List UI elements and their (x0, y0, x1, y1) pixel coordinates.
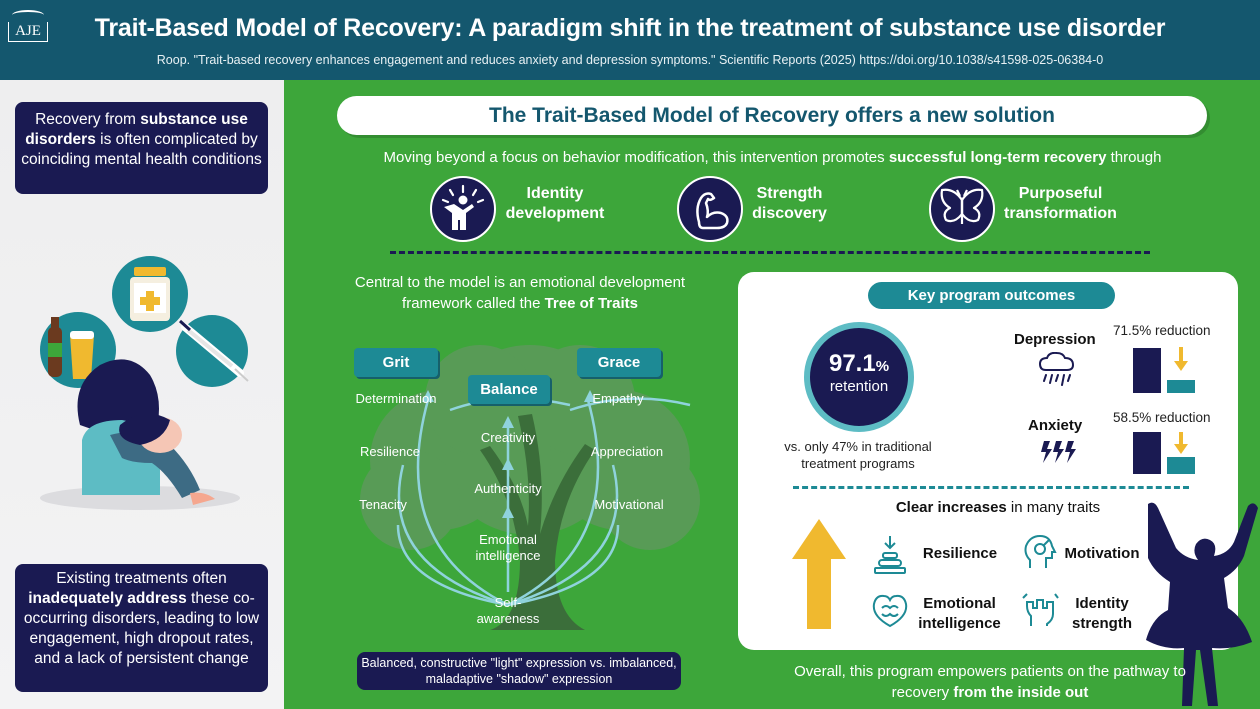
trait-tenacity: Tenacity (359, 497, 407, 512)
trait-determination: Determination (355, 391, 437, 406)
up-arrow-icon (792, 519, 846, 629)
increases-bold: Clear increases (895, 499, 1007, 516)
trait-ei-line2: intelligence (918, 615, 1001, 632)
lead-post: through (1106, 149, 1162, 166)
grace-label: Grace (577, 348, 661, 377)
conclusion-bold: from the inside out (953, 684, 1089, 701)
emotional-intelligence-icon (872, 594, 908, 628)
increases-rest: in many traits (1006, 499, 1101, 516)
trait-empathy: Empathy (592, 391, 644, 406)
problem-text-pre: Recovery from (35, 111, 141, 128)
strength-icon (677, 176, 743, 242)
motivation-icon (1024, 534, 1057, 568)
anxiety-down-arrow-icon (1174, 432, 1188, 454)
balance-label: Balance (468, 375, 550, 404)
page-title: Trait-Based Model of Recovery: A paradig… (94, 14, 1166, 42)
trait-emotional-line2: intelligence (475, 548, 541, 563)
struggling-person-illustration (40, 256, 249, 510)
rain-cloud-icon (1038, 352, 1075, 386)
gap-box: Existing treatments often inadequately a… (15, 564, 268, 692)
feature-strength-line1: Strength (756, 185, 823, 202)
anxiety-after-bar (1167, 457, 1195, 474)
trait-ei-line1: Emotional (923, 595, 996, 612)
trait-appreciation: Appreciation (590, 444, 664, 459)
trait-self-line1: Self- (494, 595, 522, 610)
depression-after-bar (1167, 380, 1195, 393)
anxiety-reduction: 58.5% reduction (1113, 410, 1211, 425)
increases-text: Clear increases in many traits (828, 499, 1168, 516)
lead-bold: successful long-term recovery (888, 149, 1107, 166)
feature-strength: Strength discovery (742, 184, 837, 224)
trait-creativity: Creativity (480, 430, 536, 445)
citation: Roop. "Trait-based recovery enhances eng… (156, 53, 1104, 67)
section-divider (390, 251, 1150, 254)
problem-text-post: is often complicated by coinciding menta… (21, 131, 262, 168)
aje-logo: AJE (8, 10, 48, 46)
lead-text: Moving beyond a focus on behavior modifi… (300, 149, 1245, 166)
trait-is-line1: Identity (1075, 595, 1129, 612)
resilience-icon (874, 536, 906, 574)
trait-self-awareness: Self- awareness (458, 595, 558, 627)
feature-strength-line2: discovery (752, 205, 827, 222)
trait-motivational: Motivational (594, 497, 664, 512)
solution-banner: The Trait-Based Model of Recovery offers… (337, 96, 1207, 135)
trait-self-line2: awareness (476, 611, 540, 626)
trait-resilience: Resilience (360, 444, 420, 459)
retention-comparison: vs. only 47% in traditional treatment pr… (784, 439, 932, 471)
retention-label: retention (829, 378, 889, 395)
celebrating-person-silhouette (1146, 502, 1258, 706)
feature-identity-line1: Identity (526, 185, 584, 202)
expression-note: Balanced, constructive "light" expressio… (357, 652, 681, 690)
trait-authenticity: Authenticity (474, 481, 542, 496)
gap-text-pre: Existing treatments often (56, 570, 227, 587)
identity-icon (430, 176, 496, 242)
retention-value: 97.1% (810, 350, 908, 378)
depression-down-arrow-icon (1174, 347, 1188, 371)
anxiety-label: Anxiety (1028, 417, 1083, 434)
trait-resilience-label: Resilience (922, 545, 998, 562)
tree-intro-pre: Central to the model is an emotional dev… (354, 274, 686, 312)
anxiety-before-bar (1133, 432, 1161, 474)
feature-transformation-line2: transformation (1004, 205, 1117, 222)
outcomes-divider (793, 486, 1189, 489)
butterfly-icon (929, 176, 995, 242)
problem-box: Recovery from substance use disorders is… (15, 102, 268, 194)
outcomes-heading: Key program outcomes (868, 282, 1115, 309)
trait-emotional-intelligence: Emotional intelligence (458, 532, 558, 564)
header-bar: AJE Trait-Based Model of Recovery: A par… (0, 0, 1260, 80)
retention-unit: % (875, 358, 890, 375)
identity-strength-icon (1022, 593, 1059, 626)
trait-motivation-label: Motivation (1064, 545, 1140, 562)
problem-text-bold: substance use disorders (25, 111, 248, 148)
logo-text: AJE (8, 22, 48, 42)
feature-identity: Identity development (505, 184, 605, 224)
lead-pre: Moving beyond a focus on behavior modifi… (383, 149, 889, 166)
trait-is-line2: strength (1072, 615, 1132, 632)
conclusion-pre: Overall, this program empowers patients … (794, 663, 1186, 701)
feature-identity-line2: development (505, 205, 605, 222)
retention-number: 97.1 (828, 350, 876, 377)
gap-text-bold: inadequately address (28, 590, 187, 607)
tree-intro-text: Central to the model is an emotional dev… (322, 272, 718, 314)
trait-emotional-line1: Emotional (479, 532, 537, 547)
grit-label: Grit (354, 348, 438, 377)
trait-identity-strength-label: Identity strength (1062, 594, 1142, 634)
tree-intro-bold: Tree of Traits (544, 295, 638, 312)
feature-transformation: Purposeful transformation (1003, 184, 1118, 224)
trait-emotional-intelligence-label: Emotional intelligence (912, 594, 1007, 634)
gap-text-post: these co-occurring disorders, leading to… (23, 590, 260, 667)
depression-reduction: 71.5% reduction (1113, 323, 1211, 338)
tree-of-traits-illustration (360, 345, 700, 630)
depression-label: Depression (1014, 331, 1096, 348)
feature-transformation-line1: Purposeful (1018, 185, 1103, 202)
anxiety-lightning-icon (1041, 441, 1076, 463)
depression-before-bar (1133, 348, 1161, 393)
conclusion-text: Overall, this program empowers patients … (790, 661, 1190, 703)
retention-ring: 97.1% retention (804, 322, 914, 432)
book-icon (12, 10, 44, 20)
